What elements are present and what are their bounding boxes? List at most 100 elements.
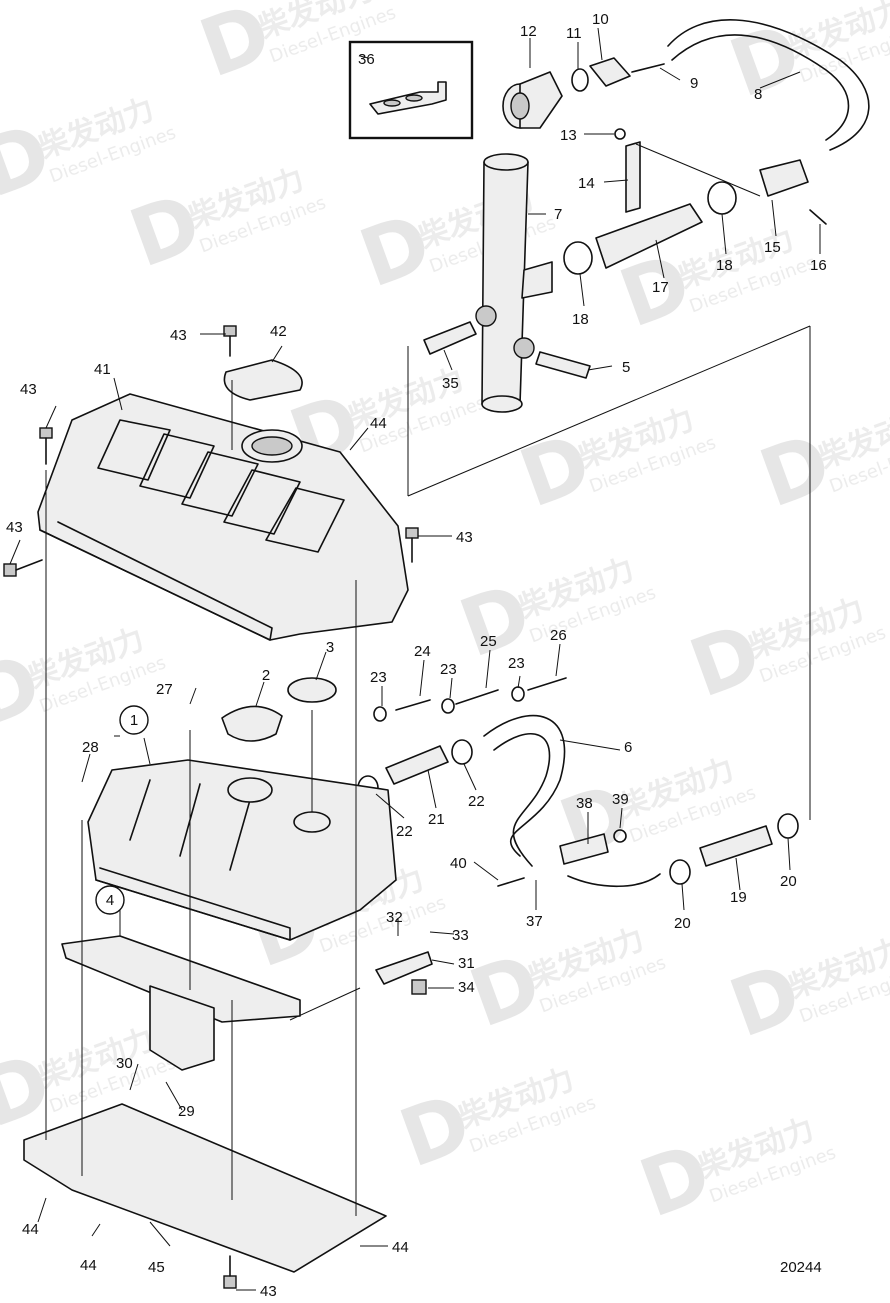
- pipe-7: [475, 153, 553, 413]
- watermark: D 柴发动力 Diesel-Engines: [718, 932, 890, 1056]
- flange-10: [589, 57, 631, 87]
- callout-label: 6: [624, 739, 632, 756]
- hose-6-inner: [493, 733, 551, 867]
- bolt-43-b: [39, 427, 53, 465]
- callout-label: 12: [520, 23, 537, 40]
- callout-label: 14: [578, 175, 595, 192]
- callout-label: 24: [414, 643, 431, 660]
- watermark: D 柴发动力 Diesel-Engines: [508, 402, 718, 526]
- thermostat-housing-12: [502, 71, 563, 129]
- hose-17: [595, 203, 703, 269]
- callout-leaders: [9, 27, 821, 1291]
- hose-24: [395, 699, 431, 711]
- nipple-5: [535, 351, 591, 379]
- callout-label: 32: [386, 909, 403, 926]
- callout-label: 5: [622, 359, 630, 376]
- watermark: D 柴发动力 Diesel-Engines: [678, 592, 888, 716]
- callout-label: 22: [468, 793, 485, 810]
- callout-label: 43: [260, 1283, 277, 1300]
- callout-label: 17: [652, 279, 669, 296]
- callout-label: 41: [94, 361, 111, 378]
- watermark-layer: D 柴发动力 Diesel-Engines D 柴发动力 Diesel-Engi…: [0, 0, 890, 1235]
- washer-39: [613, 829, 627, 843]
- callout-label: 16: [810, 257, 827, 274]
- clamp-22-b: [451, 739, 473, 765]
- watermark: D 柴发动力 Diesel-Engines: [448, 552, 658, 676]
- callout-label: 31: [458, 955, 475, 972]
- callout-label: 39: [612, 791, 629, 808]
- watermark: D 柴发动力 Diesel-Engines: [608, 222, 818, 346]
- callout-label: 2: [262, 667, 270, 684]
- callout-labels: 1 2 3 4 5 6 7 8 9 10 11 12 13 14 15 16 1…: [6, 11, 827, 1300]
- hose-19: [699, 825, 773, 867]
- callout-label: 4: [106, 892, 114, 909]
- cover-41: [37, 393, 409, 641]
- callout-label: 10: [592, 11, 609, 28]
- clamp-23-b: [441, 698, 455, 714]
- callout-label: 20: [674, 915, 691, 932]
- watermark: D 柴发动力 Diesel-Engines: [628, 1112, 838, 1236]
- callout-label: 22: [396, 823, 413, 840]
- callout-label: 45: [148, 1259, 165, 1276]
- bolt-43-c: [3, 559, 43, 577]
- callout-label: 44: [22, 1221, 39, 1238]
- callout-label: 23: [508, 655, 525, 672]
- screw-9: [631, 63, 665, 73]
- drawing-number: 20244: [780, 1259, 822, 1276]
- callout-label: 7: [554, 206, 562, 223]
- callout-label: 1: [130, 712, 138, 729]
- assembly-lines: [45, 143, 811, 1216]
- callout-label: 21: [428, 811, 445, 828]
- callout-label: 43: [20, 381, 37, 398]
- spacer-34: [411, 979, 427, 995]
- callout-label: 37: [526, 913, 543, 930]
- callout-circle: [119, 705, 149, 735]
- callout-label: 43: [456, 529, 473, 546]
- callout-label: 44: [80, 1257, 97, 1274]
- callout-label: 11: [566, 25, 582, 42]
- callout-label: 40: [450, 855, 467, 872]
- expansion-tank-1: [87, 759, 397, 941]
- hose-6-outer: [483, 714, 566, 857]
- watermark: D 柴发动力 Diesel-Engines: [718, 0, 890, 115]
- hose-21: [385, 745, 449, 785]
- hose-8-inner: [671, 34, 850, 141]
- o-ring-11: [571, 68, 589, 92]
- callout-label: 18: [716, 257, 733, 274]
- inset-box: [348, 40, 474, 140]
- bolt-43-e: [223, 1255, 237, 1289]
- clamp-20-b: [777, 813, 799, 839]
- clamp-18-lower: [563, 241, 593, 275]
- watermark: D 柴发动力 Diesel-Engines: [118, 162, 328, 286]
- callout-label: 27: [156, 681, 173, 698]
- callout-label: 25: [480, 633, 497, 650]
- callout-circle: [95, 885, 125, 915]
- callout-label: 8: [754, 86, 762, 103]
- callout-label: 13: [560, 127, 577, 144]
- screw-40: [497, 877, 525, 887]
- bracket-14: [625, 141, 641, 213]
- clamp-20-a: [669, 859, 691, 885]
- hose-26: [527, 677, 567, 691]
- clamp-23-a: [373, 706, 387, 722]
- cap-2: [221, 705, 283, 742]
- base-plate-45: [23, 1103, 387, 1273]
- callout-label: 36: [358, 51, 375, 68]
- bracket-31: [375, 951, 433, 985]
- callout-label: 19: [730, 889, 747, 906]
- callout-label: 43: [170, 327, 187, 344]
- callout-label: 23: [370, 669, 387, 686]
- callout-label: 34: [458, 979, 475, 996]
- callout-label: 15: [764, 239, 781, 256]
- clamp-18-upper: [707, 181, 737, 215]
- callout-label: 30: [116, 1055, 133, 1072]
- screw-16: [809, 209, 827, 225]
- callout-label: 20: [780, 873, 797, 890]
- watermark: D 柴发动力 Diesel-Engines: [388, 1062, 598, 1186]
- watermark: D 柴发动力 Diesel-Engines: [458, 922, 668, 1046]
- hose-6-lower: [567, 873, 661, 888]
- bolt-43-d: [405, 527, 419, 563]
- connector-15: [759, 159, 809, 197]
- callout-label: 42: [270, 323, 287, 340]
